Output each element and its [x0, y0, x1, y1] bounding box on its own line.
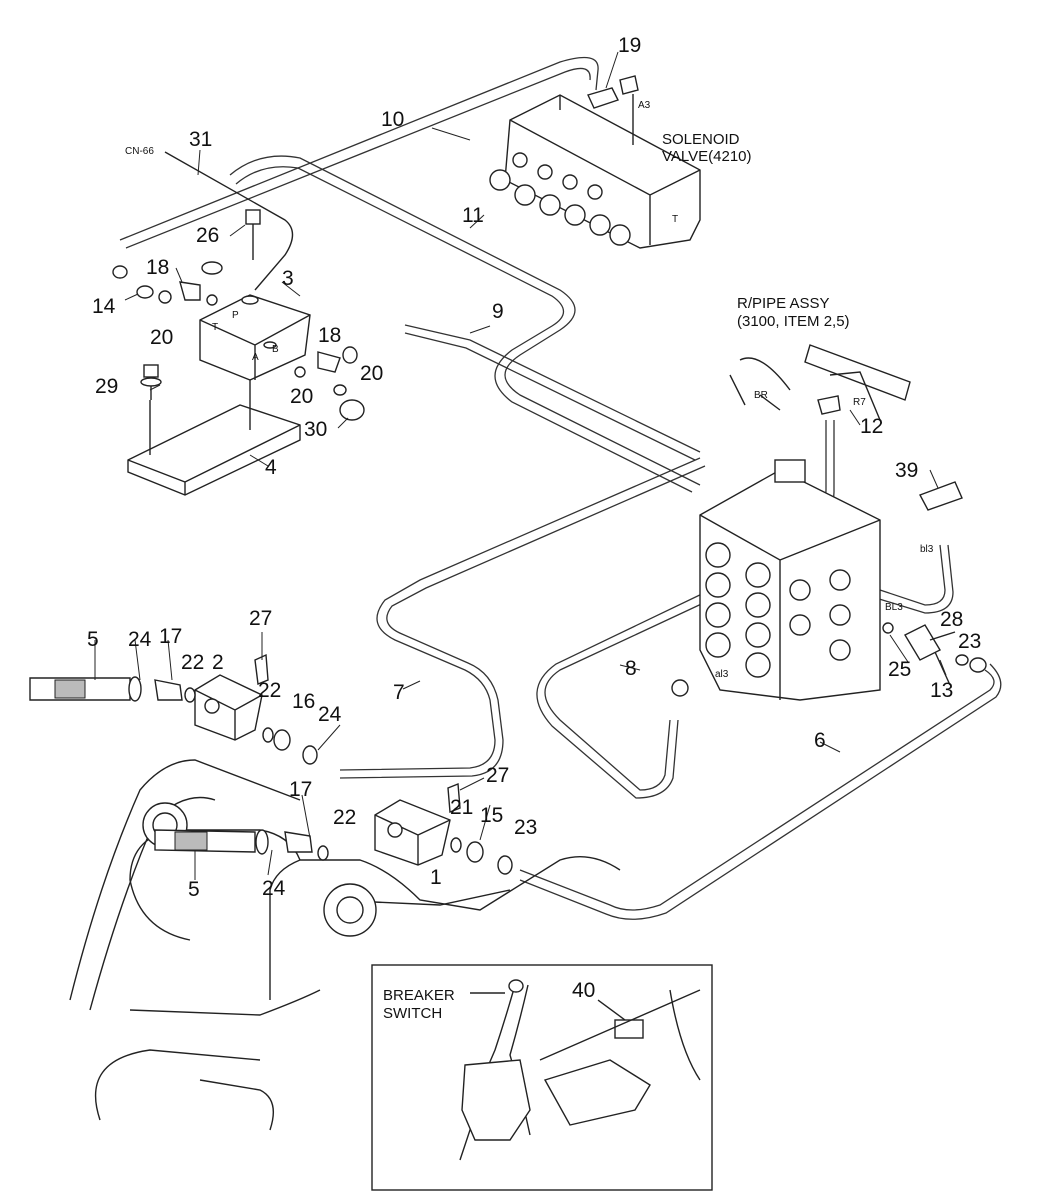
breaker-switch-inset	[371, 964, 713, 1191]
fittings-15-16-21-23-24	[262, 679, 689, 875]
bolt-26	[245, 209, 261, 260]
callout-14: 14	[92, 295, 116, 318]
callout-24-mid: 24	[318, 703, 342, 726]
callout-40: 40	[572, 979, 595, 1002]
callout-20-b: 20	[360, 362, 383, 385]
callout-3: 3	[282, 267, 294, 290]
callout-20-a: 20	[150, 326, 173, 349]
port-bl3-label: bl3	[920, 544, 934, 555]
callout-17-lower: 17	[289, 778, 312, 801]
hose-5-lower	[154, 829, 329, 861]
return-pipe-assy	[729, 344, 911, 421]
fittings-14-18-20	[112, 261, 358, 396]
solenoid-valve-block: T	[489, 94, 701, 249]
port-a-label: A	[252, 352, 259, 363]
callout-5-upper: 5	[87, 628, 99, 651]
callout-2: 2	[212, 651, 224, 674]
bolt-29	[140, 364, 162, 400]
callout-7: 7	[393, 681, 405, 704]
callout-26: 26	[196, 224, 219, 247]
solenoid-coils	[489, 152, 631, 246]
breaker-switch-label-line2: SWITCH	[383, 1005, 442, 1022]
port-br-label: BR	[754, 390, 768, 401]
callout-22-a: 22	[181, 651, 204, 674]
bracket-4	[127, 380, 301, 496]
port-r7-label: R7	[853, 397, 866, 408]
callout-22-c: 22	[333, 806, 356, 829]
pipe-8	[536, 591, 711, 799]
callout-1: 1	[430, 866, 442, 889]
leader-lines	[94, 51, 947, 880]
breaker-switch-label-line1: BREAKER	[383, 987, 455, 1004]
callout-19: 19	[618, 34, 641, 57]
breaker-valve-3: T P A B	[199, 294, 311, 381]
cn66-label: CN-66	[125, 146, 154, 157]
port-t-label: T	[672, 214, 678, 225]
rpipe-label-line1: R/PIPE ASSY	[737, 295, 830, 312]
callout-10: 10	[381, 108, 404, 131]
callout-31: 31	[189, 128, 212, 151]
callout-39: 39	[895, 459, 918, 482]
callout-17-upper: 17	[159, 625, 182, 648]
pipe-6	[519, 663, 1002, 920]
callout-16: 16	[292, 690, 315, 713]
stop-valve-1	[374, 782, 461, 866]
solenoid-label-line1: SOLENOID	[662, 131, 740, 148]
cable-31	[164, 151, 294, 291]
callout-8: 8	[625, 657, 637, 680]
callout-24-upper: 24	[128, 628, 152, 651]
pipe-bl3	[875, 544, 954, 614]
solenoid-label-line2: VALVE(4210)	[662, 148, 752, 165]
callout-30: 30	[304, 418, 327, 441]
pipe-9	[404, 324, 701, 461]
callout-4: 4	[265, 456, 277, 479]
callout-20-c: 20	[290, 385, 313, 408]
callout-numbers: 19 10 31 11 26 3 18 14 20 9 18 20 20 29 …	[87, 34, 981, 1002]
fitting-39	[919, 481, 963, 511]
callout-15: 15	[480, 804, 503, 827]
callout-22-b: 22	[258, 679, 281, 702]
plug-30	[339, 399, 365, 421]
callout-27-upper: 27	[249, 607, 272, 630]
text-labels: SOLENOID VALVE(4210) R/PIPE ASSY (3100, …	[125, 100, 934, 1022]
callout-18-upper: 18	[146, 256, 169, 279]
tee-fitting-19	[587, 75, 639, 145]
callout-25: 25	[888, 658, 911, 681]
hose-5-upper	[29, 676, 196, 703]
callout-24-lower: 24	[262, 877, 286, 900]
callout-13: 13	[930, 679, 953, 702]
callout-11: 11	[462, 204, 484, 227]
callout-29: 29	[95, 375, 118, 398]
callout-6: 6	[814, 729, 826, 752]
callout-9: 9	[492, 300, 504, 323]
port-p-label: P	[232, 310, 239, 321]
valve-spools	[705, 542, 851, 678]
callout-18-lower: 18	[318, 324, 341, 347]
callout-28: 28	[940, 608, 963, 631]
callout-23-right: 23	[958, 630, 981, 653]
rpipe-label-line2: (3100, ITEM 2,5)	[737, 313, 850, 330]
port-al3-label: al3	[715, 669, 729, 680]
port-bl3-upper-label: BL3	[885, 602, 903, 613]
callout-21: 21	[450, 796, 473, 819]
port-t2-label: T	[212, 322, 218, 333]
pipe-7	[339, 457, 706, 779]
pipe-11	[229, 155, 701, 493]
main-control-valve	[699, 459, 881, 701]
flange-13	[882, 622, 987, 686]
callout-12: 12	[860, 415, 883, 438]
port-b-label: B	[272, 344, 279, 355]
callout-27-lower: 27	[486, 764, 509, 787]
callout-5-lower: 5	[188, 878, 200, 901]
pipe-10	[119, 56, 599, 249]
port-a3-label: A3	[638, 100, 651, 111]
callout-23-lower: 23	[514, 816, 537, 839]
